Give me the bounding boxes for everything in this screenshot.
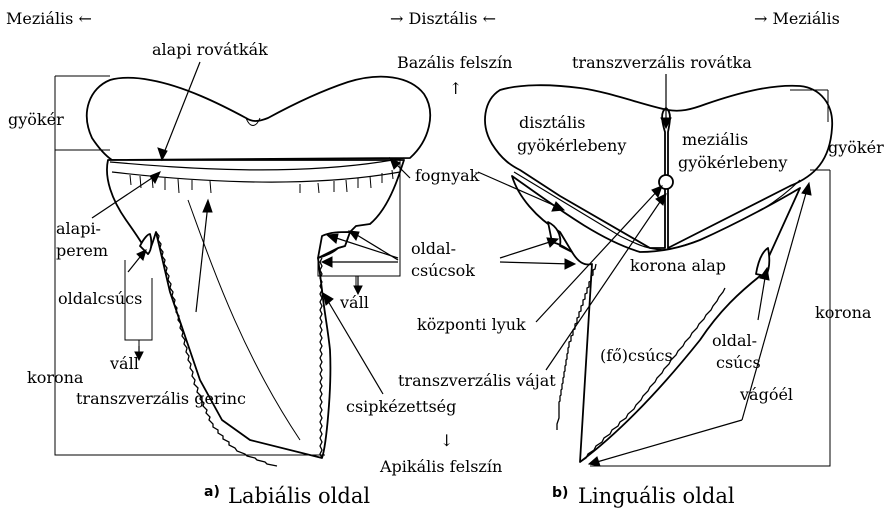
label-main-cusp: (fő)csúcs bbox=[600, 346, 673, 365]
label-basal-ledge-1: alapi- bbox=[56, 219, 101, 238]
label-crown-right: korona bbox=[815, 303, 872, 322]
label-crown-left: korona bbox=[27, 368, 84, 387]
caption-a-text: Labiális oldal bbox=[228, 484, 370, 508]
label-distal-lobe-1: disztális bbox=[519, 113, 585, 132]
label-basal-surface: Bazális felszín bbox=[397, 53, 512, 72]
label-serrations: csipkézettség bbox=[346, 397, 456, 416]
label-cutting-edge: vágóél bbox=[739, 385, 793, 404]
label-bourlette: fognyak bbox=[415, 166, 480, 185]
label-shoulder-left: váll bbox=[109, 354, 139, 373]
label-apical-surface: Apikális felszín bbox=[379, 457, 502, 476]
label-root-right: gyökér bbox=[828, 138, 884, 157]
label-transverse-notch: transzverzális rovátka bbox=[572, 53, 752, 72]
label-shoulder-center: váll bbox=[339, 293, 369, 312]
label-transverse-ridge: transzverzális gerinc bbox=[76, 389, 246, 408]
label-basal-ledge-2: perem bbox=[56, 241, 108, 260]
label-basal-grooves: alapi rovátkák bbox=[152, 40, 268, 59]
label-mesial-right: → Meziális bbox=[754, 9, 840, 28]
label-cusplets-1: oldal- bbox=[411, 239, 456, 258]
label-distal-lobe-2: gyökérlebeny bbox=[517, 136, 626, 155]
caption-a-letter: a) bbox=[204, 484, 220, 500]
label-distal-center: → Disztális ← bbox=[390, 9, 496, 28]
caption-b-text: Linguális oldal bbox=[578, 484, 735, 508]
label-transverse-groove: transzverzális vájat bbox=[398, 371, 556, 390]
labial-root bbox=[87, 77, 430, 160]
label-root-left: gyökér bbox=[8, 110, 64, 129]
label-central-foramen: központi lyuk bbox=[417, 315, 526, 334]
label-mesial-lobe-2: gyökérlebeny bbox=[678, 153, 787, 172]
label-cusplet-left: oldalcsúcs bbox=[58, 289, 142, 308]
label-crown-base: korona alap bbox=[630, 256, 726, 275]
label-mesial-lobe-1: meziális bbox=[682, 130, 748, 149]
label-mesial-left: Meziális ← bbox=[6, 9, 92, 28]
caption-b-letter: b) bbox=[552, 485, 568, 501]
apical-arrow: ↓ bbox=[440, 431, 453, 450]
label-cusplets-2: csúcsok bbox=[411, 261, 475, 280]
label-cusplet-right-2: csúcs bbox=[716, 353, 761, 372]
label-cusplet-right-1: oldal- bbox=[712, 331, 757, 350]
basal-arrow: ↑ bbox=[449, 79, 462, 98]
